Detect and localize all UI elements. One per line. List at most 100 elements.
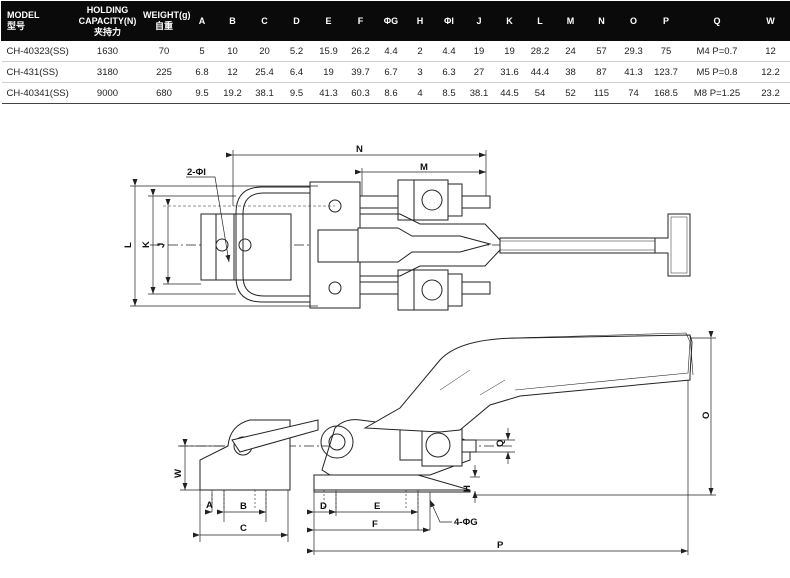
table-cell: 4 [405, 82, 435, 104]
table-cell: 38 [555, 61, 586, 83]
dim-label-q: Q [495, 440, 506, 447]
header-sublabel: 自重 [154, 21, 173, 31]
table-header-cell: N [585, 1, 618, 41]
dim-label-b: B [240, 501, 247, 512]
table-header-cell: D [280, 1, 313, 41]
table-cell: 19 [312, 61, 345, 83]
table-cell: 6.7 [376, 61, 406, 83]
dim-label-n: N [356, 144, 363, 155]
table-cell: 41.3 [617, 61, 650, 83]
table-header-cell: B [216, 1, 249, 41]
table-cell: 87 [585, 61, 618, 83]
top-view [130, 150, 691, 311]
dim-label-j: J [156, 243, 167, 248]
table-cell: 5.2 [280, 40, 313, 62]
table-header-cell: M [555, 1, 586, 41]
model-cell: CH-431(SS) [1, 61, 75, 83]
header-label: MODEL [7, 10, 40, 20]
table-header-cell: F [344, 1, 377, 41]
table-cell: 4.4 [376, 40, 406, 62]
table-cell: 20 [248, 40, 281, 62]
table-cell: 12.2 [751, 61, 790, 83]
table-header-cell: O [617, 1, 650, 41]
table-cell: 115 [585, 82, 618, 104]
table-cell: 168.5 [649, 82, 683, 104]
table-cell: 12 [216, 61, 249, 83]
dim-label-c: C [240, 523, 247, 534]
table-cell: 31.6 [494, 61, 525, 83]
header-label: HOLDING CAPACITY(N) [78, 4, 137, 26]
table-cell: 39.7 [344, 61, 377, 83]
dim-label-p: P [497, 540, 504, 551]
table-header-cell: P [649, 1, 683, 41]
table-cell: 74 [617, 82, 650, 104]
table-cell: 23.2 [751, 82, 790, 104]
table-cell: 19 [494, 40, 525, 62]
table-header-cell: J [463, 1, 495, 41]
table-cell: 19 [463, 40, 495, 62]
table-header-cell: Q [682, 1, 752, 41]
dim-label-l: L [123, 242, 134, 248]
table-cell: 9.5 [187, 82, 217, 104]
table-cell: 38.1 [248, 82, 281, 104]
table-cell: 5 [187, 40, 217, 62]
table-cell: 680 [140, 82, 188, 104]
table-cell: 2 [405, 40, 435, 62]
table-cell: 4.4 [434, 40, 464, 62]
dim-label-w: W [173, 469, 184, 478]
table-cell: 57 [585, 40, 618, 62]
table-cell: 8.5 [434, 82, 464, 104]
dim-label-o: O [701, 412, 712, 419]
header-label: M [566, 15, 575, 26]
table-cell: 54 [524, 82, 556, 104]
dim-label-2-phi-i: 2-ΦI [187, 167, 206, 178]
header-label: L [537, 15, 543, 26]
table-cell: 9.5 [280, 82, 313, 104]
table-header-cell: WEIGHT(g)自重 [140, 1, 191, 41]
table-cell: 25.4 [248, 61, 281, 83]
header-sublabel: 型号 [7, 21, 26, 31]
table-cell: 75 [649, 40, 683, 62]
table-cell: 44.4 [524, 61, 556, 83]
header-label: F [357, 15, 364, 26]
table-cell: 60.3 [344, 82, 377, 104]
table-cell: 6.3 [434, 61, 464, 83]
model-cell: CH-40341(SS) [1, 82, 75, 104]
header-label: P [662, 15, 669, 26]
table-header-cell: C [248, 1, 281, 41]
side-view [178, 331, 716, 555]
table-cell: 41.3 [312, 82, 345, 104]
header-label: ΦI [444, 15, 454, 26]
table-header-cell: H [405, 1, 435, 41]
header-label: WEIGHT(g) [143, 10, 191, 20]
header-label: W [766, 15, 775, 26]
header-label: H [416, 15, 424, 26]
dim-label-a: A [206, 500, 213, 511]
table-cell: 12 [751, 40, 790, 62]
table-cell: 19.2 [216, 82, 249, 104]
table-cell: 6.8 [187, 61, 217, 83]
table-cell: 9000 [74, 82, 141, 104]
table-cell: 8.6 [376, 82, 406, 104]
dim-label-d: D [320, 501, 327, 512]
table-cell: 52 [555, 82, 586, 104]
model-cell: CH-40323(SS) [1, 40, 75, 62]
table-cell: 44.5 [494, 82, 525, 104]
table-cell: M5 P=0.8 [682, 61, 752, 83]
table-header-cell: E [312, 1, 345, 41]
table-header-cell: L [524, 1, 556, 41]
table-cell: 3180 [74, 61, 141, 83]
header-label: ΦG [383, 15, 399, 26]
table-cell: M4 P=0.7 [682, 40, 752, 62]
dim-label-4-phi-g: 4-ΦG [454, 517, 478, 528]
table-cell: 225 [140, 61, 188, 83]
header-label: A [198, 15, 206, 26]
table-cell: 1630 [74, 40, 141, 62]
dim-label-k: K [141, 241, 152, 248]
table-header-cell: ΦI [434, 1, 464, 41]
dimension-labels: N M 2-ΦI L K J O Q W H A B C D E F 4-ΦG … [123, 144, 712, 551]
header-label: B [229, 15, 236, 26]
